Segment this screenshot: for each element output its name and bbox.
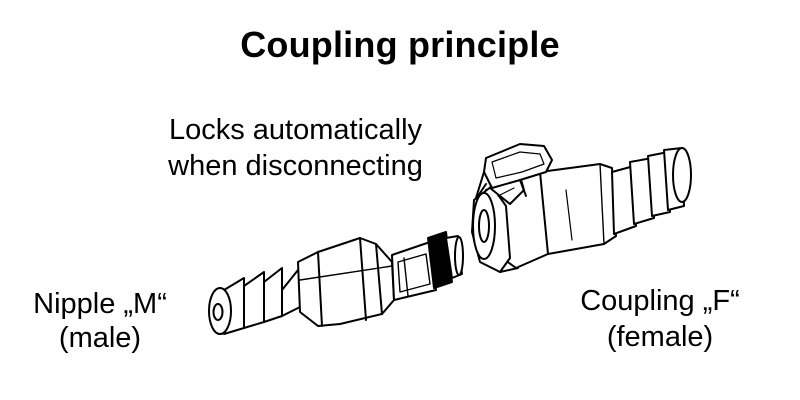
nipple-shaft — [392, 232, 463, 300]
coupling-label-line-1: Coupling „F“ — [580, 285, 740, 317]
coupling-label-line-2: (female) — [606, 321, 714, 353]
callout-line-1: Locks automatically — [168, 114, 423, 146]
coupling-latch-button — [476, 144, 552, 198]
male-nipple-drawing — [209, 232, 463, 334]
lock-callout: Locks automatically when disconnecting — [148, 112, 443, 184]
nipple-o-ring — [428, 232, 452, 288]
nipple-label-line-1: Nipple „M“ — [33, 288, 167, 320]
nipple-hex-nut — [298, 238, 394, 326]
callout-line-2: when disconnecting — [168, 150, 423, 182]
nipple-label-line-2: (male) — [58, 322, 142, 354]
coupling-label: Coupling „F“ (female) — [560, 283, 760, 355]
nipple-label: Nipple „M“ (male) — [0, 287, 200, 355]
diagram-title: Coupling principle — [240, 24, 560, 65]
nipple-hose-barb — [209, 265, 302, 334]
female-coupling-drawing — [472, 144, 691, 272]
coupling-hose-barb — [612, 148, 691, 234]
